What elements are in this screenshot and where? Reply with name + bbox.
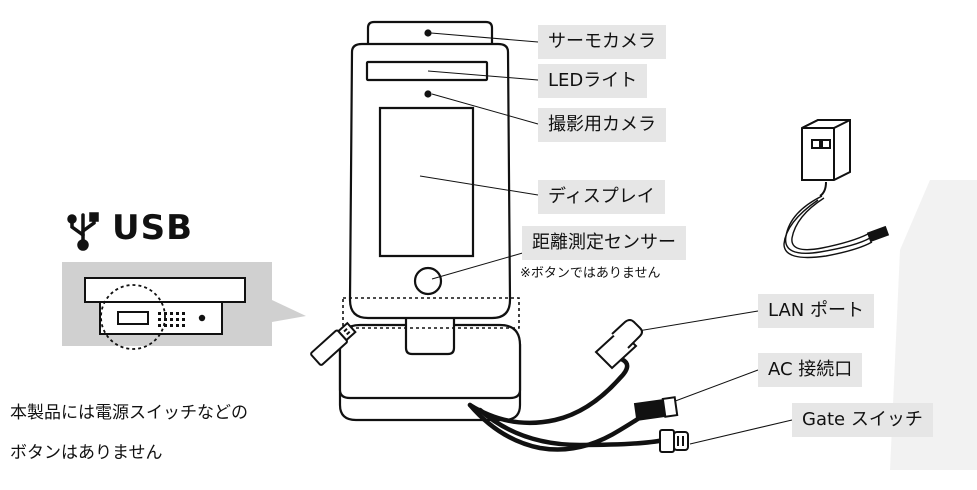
gate-connector <box>659 429 689 453</box>
sensor-note: ※ボタンではありません <box>520 266 661 281</box>
notice-line-2: ボタンはありません <box>10 443 163 463</box>
usb-stick-icon <box>310 321 357 366</box>
usb-port-slots <box>158 312 206 327</box>
label-distance-sensor: 距離測定センサー <box>522 226 686 260</box>
watermark-shape <box>890 180 977 470</box>
label-thermo-camera: サーモカメラ <box>538 25 666 59</box>
device-base <box>338 323 522 422</box>
usb-symbol-icon <box>67 212 99 251</box>
ac-adapter-icon <box>801 119 851 197</box>
device-body <box>348 20 512 320</box>
port-area-dashed-box <box>342 297 520 329</box>
ac-connector <box>633 396 679 422</box>
label-lan-port: LAN ポート <box>758 294 874 328</box>
usb-title: USB <box>112 208 194 248</box>
ac-adapter-cord <box>783 195 873 259</box>
label-led-light: LEDライト <box>538 64 648 98</box>
label-capture-camera: 撮影用カメラ <box>538 108 666 142</box>
cables <box>467 353 667 452</box>
lan-connector <box>594 319 643 370</box>
label-ac-port: AC 接続口 <box>758 353 863 387</box>
thermo-camera-dot <box>424 29 432 37</box>
label-display: ディスプレイ <box>538 180 665 214</box>
usb-dashed-circle <box>100 284 166 350</box>
capture-camera-dot <box>424 90 432 98</box>
ac-adapter-plug <box>866 225 890 243</box>
label-gate-switch: Gate スイッチ <box>792 403 933 437</box>
notice-line-1: 本製品には電源スイッチなどの <box>10 403 248 423</box>
